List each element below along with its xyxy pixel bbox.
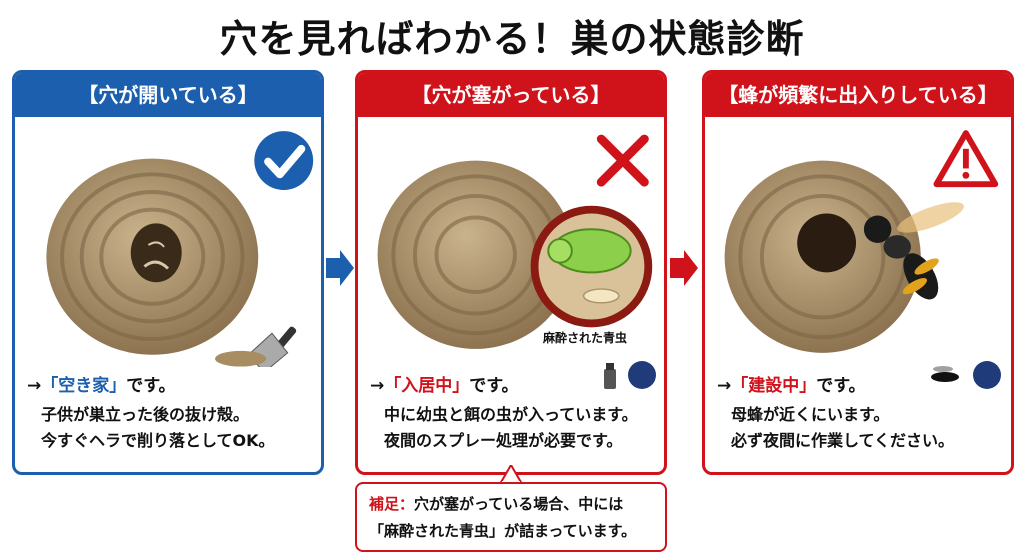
status-line: →「建設中」です。 xyxy=(717,376,866,396)
status-keyword: 「空き家」 xyxy=(41,376,127,396)
supplement-note: 補足：穴が塞がっている場合、中には 「麻酔された青虫」が詰まっています。 xyxy=(355,482,667,552)
warning-icon xyxy=(933,130,999,188)
spray-night-icons xyxy=(604,361,656,389)
panel-open-hole: 【穴が開いている】 →「空き家」です。 子供が巣立った後の抜け殻。 今すぐヘラで… xyxy=(12,70,324,475)
description-line: 必ず夜間に作業してください。 xyxy=(731,431,955,450)
description-line: 夜間のスプレー処理が必要です。 xyxy=(384,431,623,450)
inset-caption: 麻酔された青虫 xyxy=(543,331,628,345)
description-line: 子供が巣立った後の抜け殻。 xyxy=(41,405,250,424)
panel-heading: 【穴が開いている】 xyxy=(15,73,321,117)
panel-closed-hole: 【穴が塞がっている】 麻酔された青虫 xyxy=(355,70,667,475)
moon-icon xyxy=(973,361,1001,389)
panel-active-bees: 【蜂が頻繁に出入りしている】 xyxy=(702,70,1014,475)
spray-bottle-icon xyxy=(604,363,616,389)
nest-building-illustration xyxy=(724,130,999,353)
description-line: 今すぐヘラで削り落としてOK。 xyxy=(41,431,275,450)
caterpillar-inset-icon xyxy=(530,205,653,328)
status-keyword: 「入居中」 xyxy=(384,376,470,396)
check-icon xyxy=(254,131,314,191)
nest-open-illustration xyxy=(46,131,314,367)
wasp-icon xyxy=(863,202,964,300)
moon-icon xyxy=(628,361,656,389)
status-line: →「空き家」です。 xyxy=(27,376,176,396)
note-line: 「麻酔された青虫」が詰まっています。 xyxy=(369,522,637,540)
status-line: →「入居中」です。 xyxy=(370,376,519,396)
panel-heading: 【蜂が頻繁に出入りしている】 xyxy=(705,73,1011,117)
wasp-night-icons xyxy=(931,361,1001,389)
arrow-right-icon xyxy=(326,250,354,286)
arrow-right-icon xyxy=(670,250,698,286)
description-line: 中に幼虫と餌の虫が入っています。 xyxy=(384,405,638,424)
description-line: 母蜂が近くにいます。 xyxy=(731,405,890,424)
spatula-icon xyxy=(215,326,297,367)
nest-closed-illustration xyxy=(377,134,653,349)
note-label: 補足： xyxy=(369,495,415,513)
small-wasp-icon xyxy=(931,366,959,382)
cross-icon xyxy=(596,134,649,187)
page-title: 穴を見ればわかる！巣の状態診断 xyxy=(219,17,805,61)
panel-heading: 【穴が塞がっている】 xyxy=(358,73,664,117)
status-keyword: 「建設中」 xyxy=(731,376,817,396)
